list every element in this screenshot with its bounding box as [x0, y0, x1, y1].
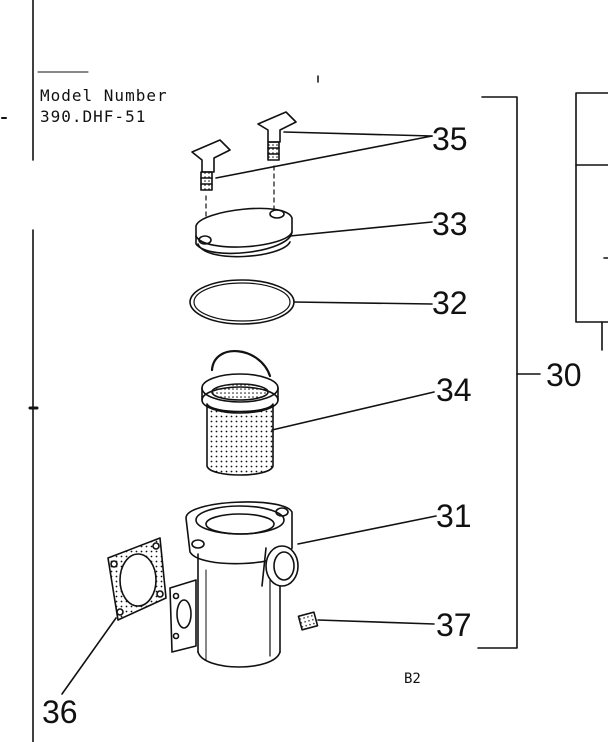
part-37-drain-plug — [297, 611, 435, 631]
part-33-cover — [195, 207, 433, 258]
assembly-bracket — [477, 96, 541, 649]
callout-31: 31 — [436, 498, 472, 534]
callout-33: 33 — [432, 206, 468, 242]
part-36-gasket — [61, 537, 167, 695]
part-35-wing-screws — [191, 111, 433, 239]
part-32-o-ring — [189, 279, 433, 325]
callout-30: 30 — [546, 357, 582, 393]
callout-37: 37 — [436, 607, 472, 643]
adjacent-frame — [575, 92, 608, 351]
model-number-label: Model Number — [40, 86, 168, 105]
callout-35: 35 — [432, 121, 468, 157]
margin-rule — [1, 0, 319, 742]
callout-32: 32 — [432, 285, 468, 321]
sheet-id: B2 — [404, 671, 421, 687]
callout-34: 34 — [436, 372, 472, 408]
callout-36: 36 — [42, 694, 78, 730]
model-number-value: 390.DHF-51 — [40, 107, 147, 126]
part-31-strainer-housing — [169, 501, 437, 668]
part-34-strainer-basket — [201, 349, 435, 476]
